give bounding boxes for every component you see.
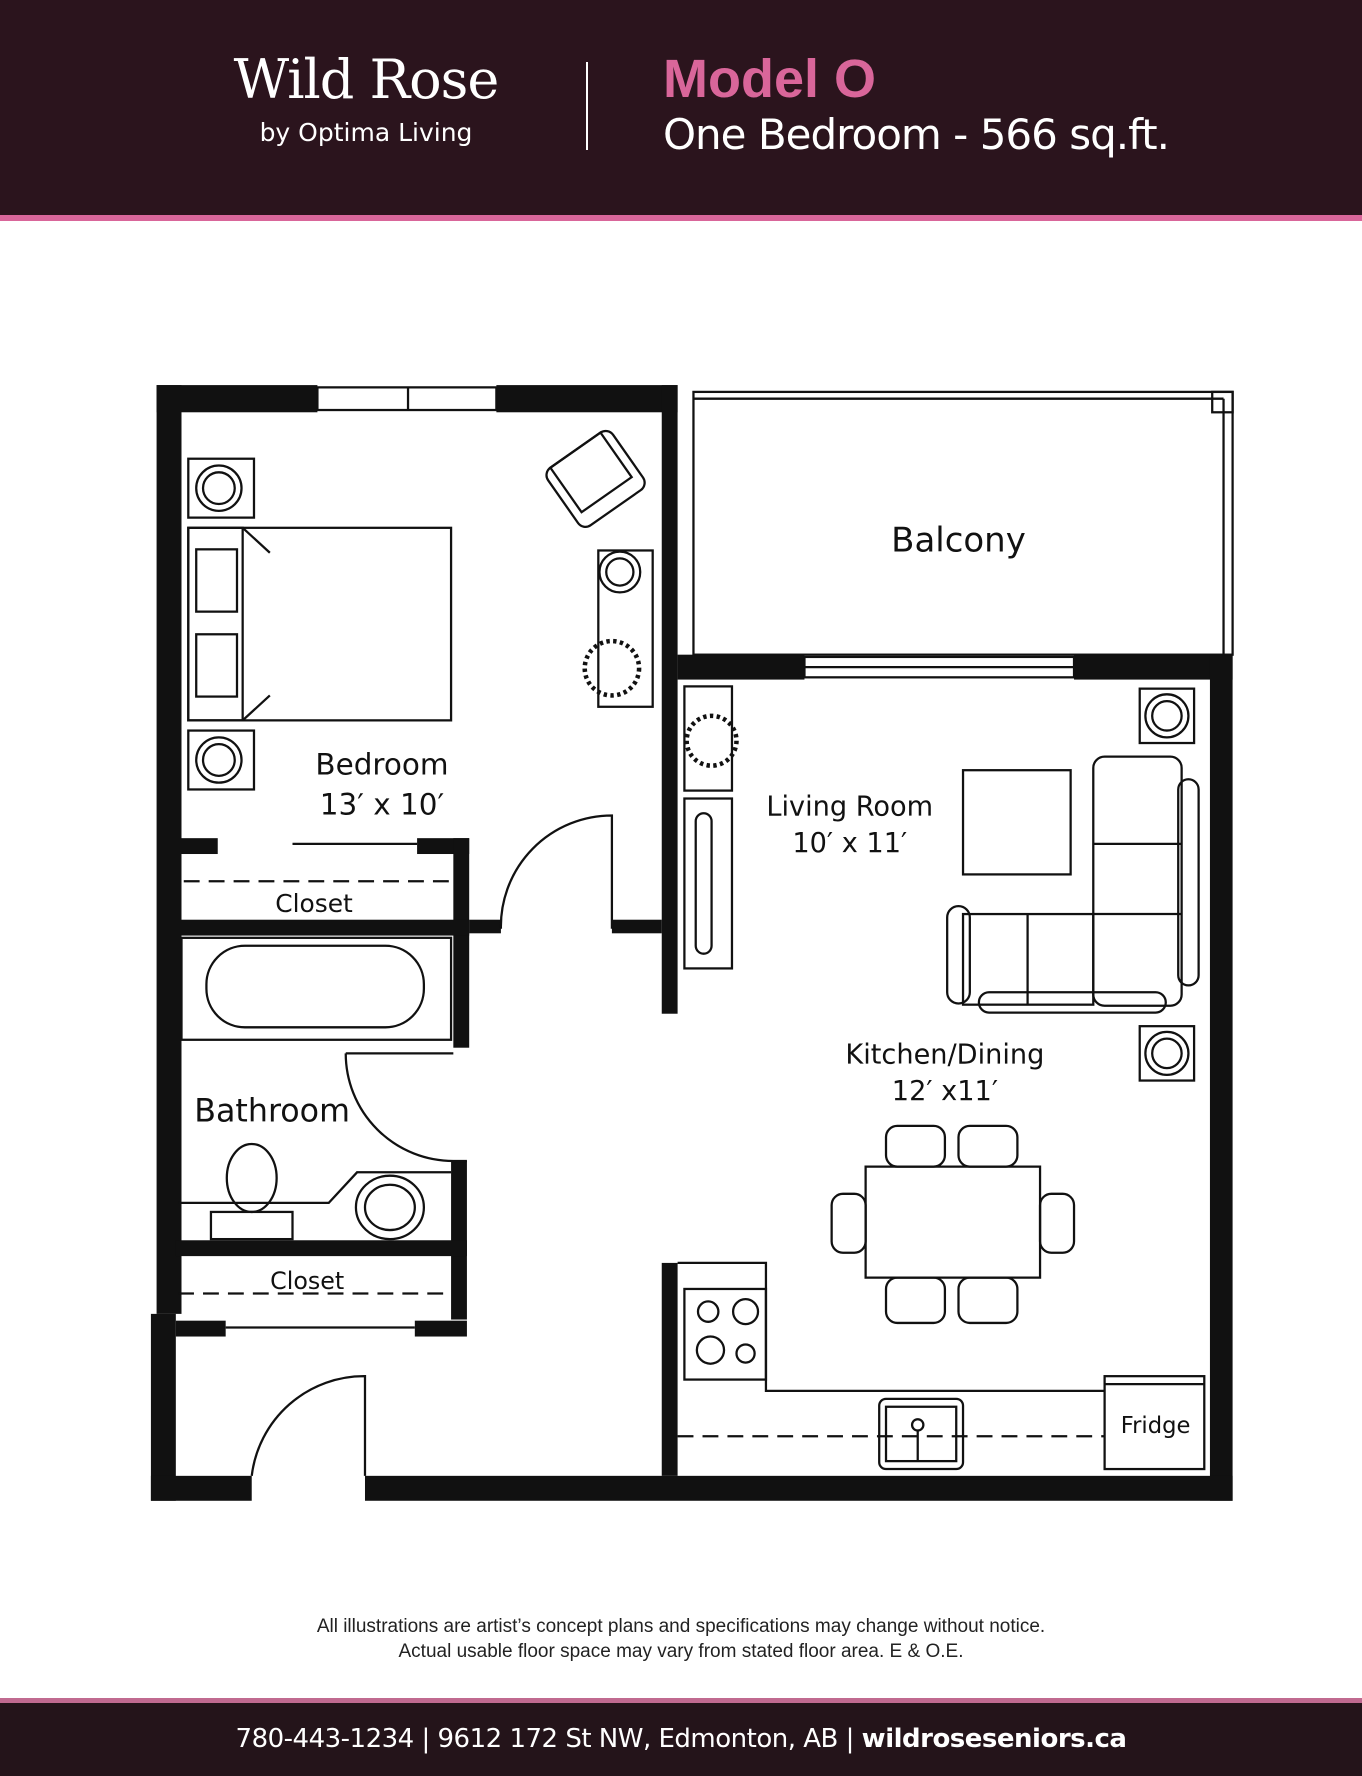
header: Wild Rose by Optima Living Model O One B… xyxy=(0,0,1362,215)
label-bedroom: Bedroom xyxy=(315,748,448,782)
living-furniture xyxy=(683,685,1200,1082)
walls xyxy=(150,385,1233,1501)
closets xyxy=(178,880,452,1295)
footer-accent-line xyxy=(0,1698,1362,1703)
nightstand-lamp-icon xyxy=(187,457,256,519)
disclaimer-line-2: Actual usable floor space may vary from … xyxy=(398,1641,964,1662)
label-closet-bottom: Closet xyxy=(270,1267,344,1295)
doors xyxy=(225,814,614,1476)
label-bedroom-size: 13′ x 10′ xyxy=(320,787,444,821)
dining-set xyxy=(830,1124,1076,1325)
kitchen-sink-icon xyxy=(878,1397,965,1471)
nightstand-lamp-icon xyxy=(187,729,256,791)
room-labels: Balcony Bedroom 13′ x 10′ Closet Bathroo… xyxy=(194,521,1190,1439)
bathtub-icon xyxy=(205,944,426,1029)
disclaimer: All illustrations are artist’s concept p… xyxy=(0,1614,1362,1664)
balcony-outline xyxy=(692,390,1234,656)
sofa-icon xyxy=(1092,755,1183,1007)
dining-table-icon xyxy=(864,1165,1042,1279)
dresser-icon xyxy=(597,549,654,708)
windows xyxy=(316,386,1076,679)
brand-logo: Wild Rose by Optima Living xyxy=(196,50,536,150)
model-subtitle: One Bedroom - 566 sq.ft. xyxy=(663,110,1170,159)
footer: 780-443-1234 | 9612 172 St NW, Edmonton,… xyxy=(0,1703,1362,1776)
footer-separator: | xyxy=(837,1724,862,1754)
sink-icon xyxy=(354,1174,426,1241)
model-info: Model O One Bedroom - 566 sq.ft. xyxy=(663,48,1170,160)
plant-icon xyxy=(684,713,739,768)
stove-icon xyxy=(683,1287,768,1381)
footer-separator: | xyxy=(413,1724,438,1754)
bedroom-furniture xyxy=(187,429,654,791)
tv-stand-icon xyxy=(683,797,734,970)
label-living-room: Living Room xyxy=(766,792,933,823)
armchair-icon xyxy=(545,429,646,528)
disclaimer-line-1: All illustrations are artist’s concept p… xyxy=(316,1616,1046,1637)
footer-phone: 780-443-1234 xyxy=(235,1724,415,1754)
label-balcony: Balcony xyxy=(891,521,1026,561)
lamp-icon xyxy=(1138,687,1196,745)
brand-name: Wild Rose xyxy=(233,48,500,111)
bed-icon xyxy=(187,526,453,722)
label-living-size: 10′ x 11′ xyxy=(792,828,907,859)
brand-subtitle: by Optima Living xyxy=(259,118,473,147)
fridge-icon xyxy=(1103,1375,1206,1471)
kitchen-fixtures xyxy=(677,1261,1206,1471)
footer-address: 9612 172 St NW, Edmonton, AB xyxy=(437,1724,839,1754)
label-closet-top: Closet xyxy=(275,889,353,918)
coffee-table-icon xyxy=(961,769,1072,876)
lamp-icon xyxy=(1138,1025,1196,1082)
footer-website-link[interactable]: wildroseseniors.ca xyxy=(861,1724,1127,1754)
side-table-icon xyxy=(683,685,734,792)
label-bathroom: Bathroom xyxy=(194,1093,350,1129)
bathroom-fixtures xyxy=(178,936,453,1241)
header-divider xyxy=(586,62,588,150)
label-kitchen-size: 12′ x11′ xyxy=(892,1076,998,1107)
model-title: Model O xyxy=(663,49,876,109)
header-accent-line xyxy=(0,215,1362,221)
label-kitchen: Kitchen/Dining xyxy=(845,1040,1044,1071)
plant-icon xyxy=(582,638,642,698)
label-fridge: Fridge xyxy=(1121,1413,1191,1439)
